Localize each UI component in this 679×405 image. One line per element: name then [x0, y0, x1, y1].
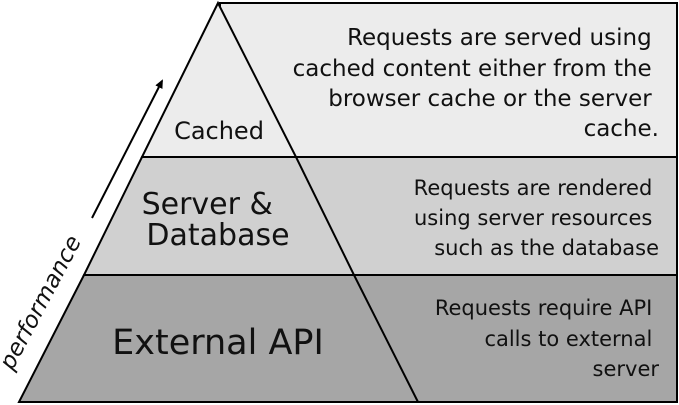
- description-cached: Requests are served using cached content…: [293, 25, 659, 142]
- description-server-line: such as the database: [434, 236, 659, 260]
- description-cached-line: cache.: [584, 116, 659, 142]
- tier-label-server-database: Server & Database: [142, 187, 290, 253]
- description-cached-line: cached content either from the: [293, 56, 652, 82]
- description-cached-line: Requests are served using: [347, 25, 652, 51]
- tier-label-server-line-2: Database: [146, 218, 289, 253]
- performance-arrow: [91, 79, 163, 219]
- description-server-database: Requests are rendered using server resou…: [414, 176, 659, 260]
- tier-label-server-line-1: Server &: [142, 187, 273, 222]
- description-external-api-line: server: [593, 357, 660, 381]
- description-external-api-line: calls to external: [484, 327, 652, 351]
- description-server-line: using server resources: [414, 206, 652, 230]
- description-external-api-line: Requests require API: [435, 296, 652, 320]
- cached-description-panel: [219, 2, 678, 158]
- description-external-api: Requests require API calls to external s…: [435, 296, 660, 381]
- tier-label-cached: Cached: [174, 117, 264, 145]
- description-server-line: Requests are rendered: [414, 176, 653, 200]
- pyramid-tier-external-api: [17, 274, 420, 403]
- description-cached-line: browser cache or the server: [328, 86, 652, 112]
- tier-label-external-api: External API: [112, 323, 324, 363]
